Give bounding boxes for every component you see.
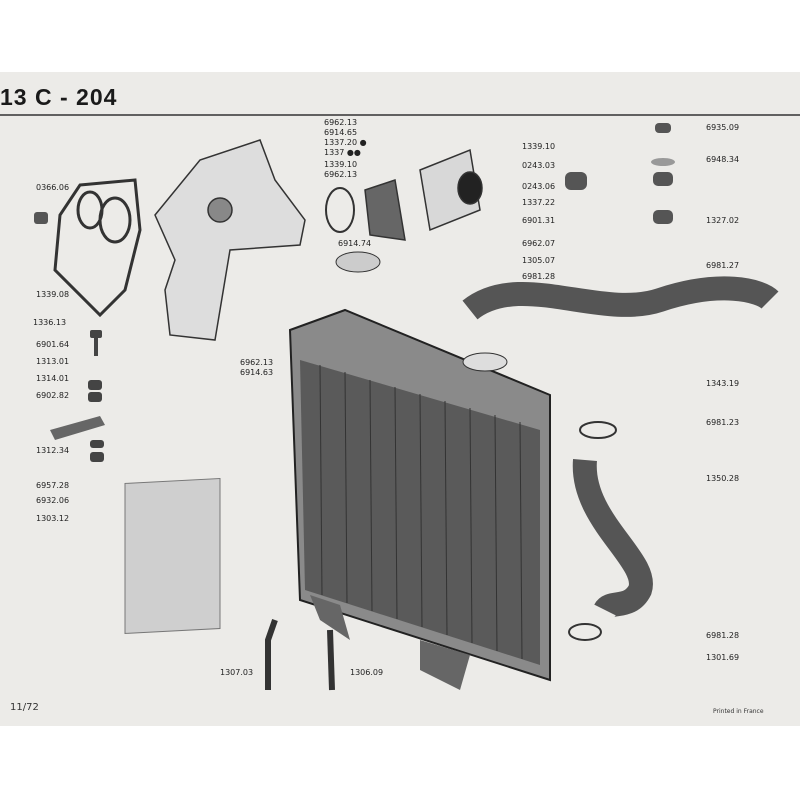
part-label: 6914.63 [240, 368, 274, 377]
part-label: 0243.06 [522, 182, 556, 191]
lower-hose-1350-28 [572, 459, 653, 619]
radiator-1301-69 [288, 308, 551, 690]
part-label: 1336.13 [33, 318, 67, 327]
part-label: 6962.13 [324, 170, 358, 179]
part-label: 6914.74 [338, 239, 372, 248]
part-label: 1327.02 [706, 216, 740, 225]
part-label: 6935.09 [706, 123, 740, 132]
part-label: 1339.10 [522, 142, 556, 151]
part-label: 1337 ●● [324, 148, 361, 157]
thermostat-housing [325, 148, 483, 241]
part-label: 6981.28 [522, 272, 556, 281]
part-label: 6948.34 [706, 155, 740, 164]
drain-tap-1306-09 [327, 629, 335, 691]
upper-hose-1343-19 [462, 276, 779, 320]
nut-0366-06 [34, 212, 48, 224]
page-number: 11/72 [10, 702, 39, 713]
mount-parts [50, 330, 105, 462]
part-label: 6902.82 [36, 391, 70, 400]
part-label: 6901.64 [36, 340, 70, 349]
part-label: 6932.06 [36, 496, 70, 505]
part-label: 1350.28 [706, 474, 740, 483]
part-label: 1337.20 ● [324, 138, 367, 147]
part-label: 1306.09 [350, 668, 384, 677]
hose-clip-6981-28 [568, 623, 602, 641]
part-label: 6901.31 [522, 216, 556, 225]
page-title: 13 C - 204 [0, 84, 118, 110]
part-label: 6962.13 [324, 118, 358, 127]
part-label: 1339.10 [324, 160, 358, 169]
mesh-panel-1303-12 [124, 477, 221, 634]
part-label: 0366.06 [36, 183, 70, 192]
part-label: 6957.28 [36, 481, 70, 490]
part-label: 1303.12 [36, 514, 70, 523]
part-label: 6981.23 [706, 418, 740, 427]
part-label: 1337.22 [522, 198, 556, 207]
drain-hose-1307-03 [265, 619, 278, 690]
part-label: 1339.08 [36, 290, 70, 299]
part-label: 1305.07 [522, 256, 556, 265]
part-label: 6981.28 [706, 631, 740, 640]
part-label: 1301.69 [706, 653, 740, 662]
part-label: 1314.01 [36, 374, 70, 383]
part-label: 1343.19 [706, 379, 740, 388]
engine-mount-parts [565, 123, 675, 224]
part-label: 6962.13 [240, 358, 274, 367]
bracket-1336-13 [154, 139, 306, 341]
part-label: 6981.27 [706, 261, 740, 270]
part-label: 6962.07 [522, 239, 556, 248]
part-label: 1312.34 [36, 446, 70, 455]
part-label: 0243.03 [522, 161, 556, 170]
gasket-1339-08 [53, 178, 142, 318]
radiator-cap-1305-07 [335, 251, 381, 273]
hose-clip-6981-23 [579, 421, 617, 439]
part-label: 1313.01 [36, 357, 70, 366]
printed-note: Printed in France [713, 708, 764, 715]
part-label: 1307.03 [220, 668, 254, 677]
part-label: 6914.65 [324, 128, 358, 137]
